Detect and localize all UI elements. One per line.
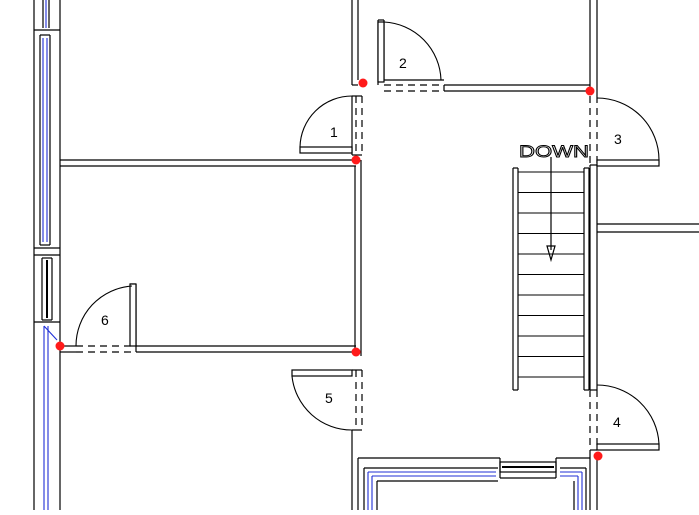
door-label-1: 1 <box>330 124 338 140</box>
door-5 <box>291 369 353 431</box>
stair-label: DOWN <box>519 142 589 161</box>
window-bottom-right <box>560 467 587 510</box>
window-bottom-left <box>363 467 498 510</box>
corner-markers <box>55 78 603 461</box>
door-label-2: 2 <box>399 55 407 71</box>
right-partition-wall <box>597 223 699 233</box>
window-bottom-center <box>499 461 557 473</box>
corner-marker <box>358 78 368 88</box>
door-label-3: 3 <box>614 131 622 147</box>
corner-marker <box>351 155 361 165</box>
corner-marker <box>585 86 595 96</box>
stair-direction-arrow <box>546 245 556 263</box>
door-label-4: 4 <box>613 414 621 430</box>
door-6 <box>75 283 137 347</box>
window-top-left <box>42 0 50 28</box>
corner-marker <box>55 341 65 351</box>
door-3 <box>596 97 660 167</box>
corner-marker <box>351 347 361 357</box>
corridor-top-wall <box>377 19 590 92</box>
window-left-upper <box>39 34 51 246</box>
corner-marker <box>593 451 603 461</box>
corridor-bottom-wall <box>358 457 590 479</box>
staircase <box>512 157 590 391</box>
corridor-right-wall <box>589 0 598 510</box>
door-1 <box>299 95 353 154</box>
window-left-middle <box>41 257 53 321</box>
door-label-5: 5 <box>325 390 333 406</box>
corridor-left-wall <box>351 0 362 510</box>
left-exterior-wall <box>33 0 61 510</box>
door-2 <box>377 21 442 83</box>
door-openings <box>76 84 598 450</box>
door-label-6: 6 <box>101 312 109 328</box>
room-upper-bottom-wall <box>60 159 356 167</box>
window-left-lower <box>43 325 58 510</box>
door-4 <box>596 384 660 451</box>
